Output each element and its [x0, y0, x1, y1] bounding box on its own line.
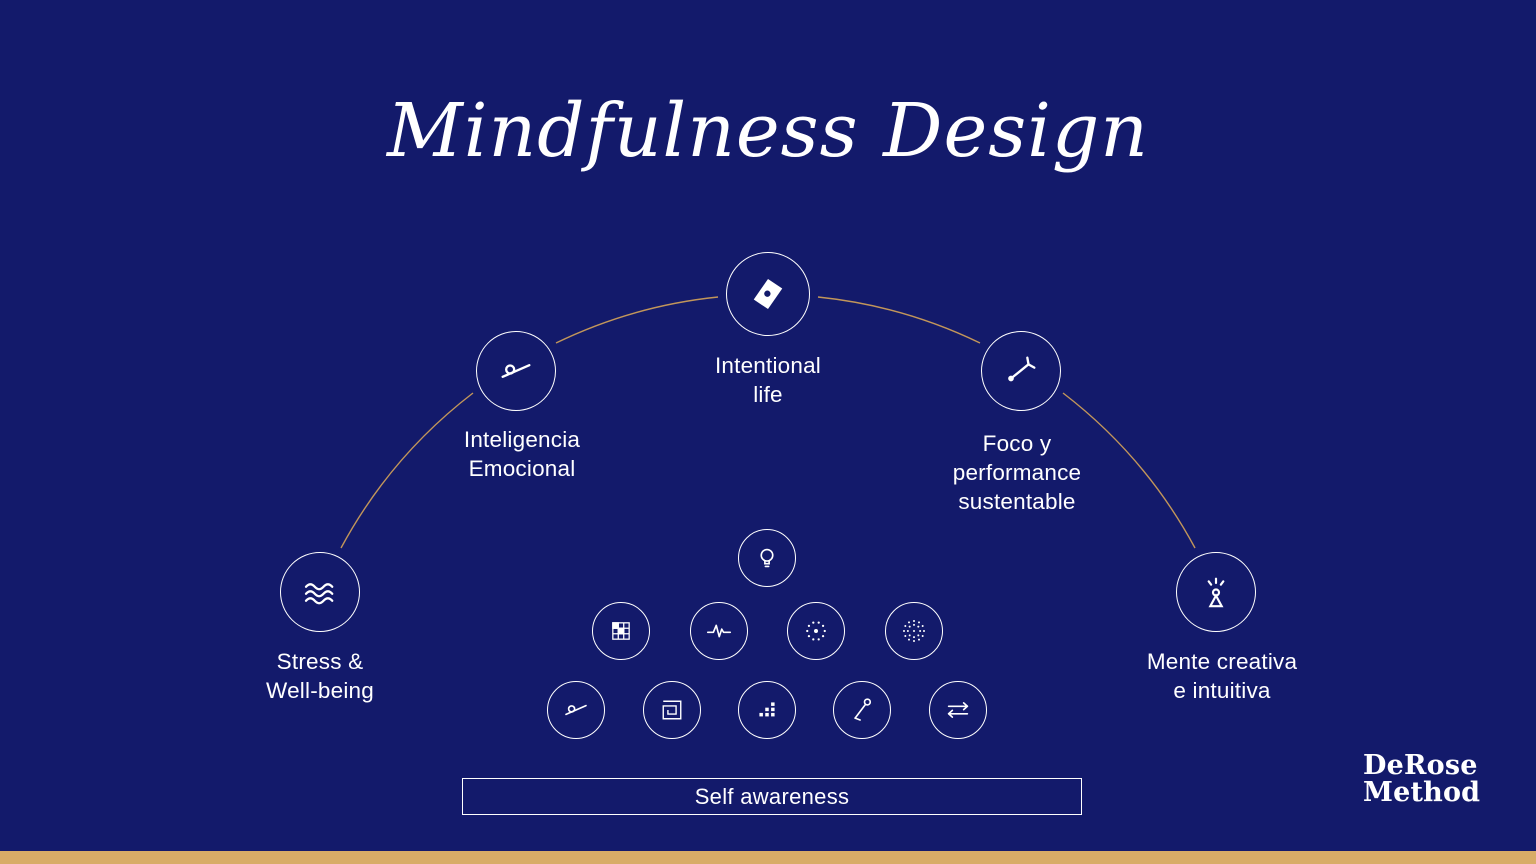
- node-mente-creativa: [1176, 552, 1256, 632]
- exchange-icon: [947, 702, 969, 718]
- dotted-sphere-icon: [903, 620, 925, 642]
- derose-method-logo: DeRose Method: [1363, 752, 1480, 806]
- self-awareness-label: Self awareness: [694, 783, 850, 809]
- pulse-icon: [706, 624, 732, 638]
- node-inteligencia-emocional: [476, 331, 556, 411]
- node-label-foco-performance: Foco y performance sustentable: [952, 431, 1082, 514]
- balance-icon: [501, 364, 531, 378]
- pyramid-circle-lightbulb: [738, 529, 796, 587]
- self-awareness-box: Self awareness: [462, 778, 1082, 815]
- pyramid-circle-blocks: [738, 681, 796, 739]
- pyramid-circle-glass: [833, 681, 891, 739]
- node-stress-wellbeing: [280, 552, 360, 632]
- node-label-stress-wellbeing: Stress & Well-being: [266, 649, 374, 703]
- logo-line-1: DeRose: [1363, 750, 1478, 781]
- glass-icon: [854, 698, 872, 721]
- pyramid-circle-exchange: [929, 681, 987, 739]
- lightbulb-icon: [760, 548, 774, 568]
- pyramid-circle-dotted-sphere: [885, 602, 943, 660]
- page-title: Mindfulness Design: [387, 88, 1149, 174]
- pyramid-circle-dotted-circle: [787, 602, 845, 660]
- pyramid-circle-grid: [592, 602, 650, 660]
- waves-icon: [304, 583, 334, 605]
- grid-icon: [612, 622, 630, 640]
- node-label-intentional-life: Intentional life: [714, 353, 822, 407]
- node-label-mente-creativa: Mente creativa e intuitiva: [1146, 649, 1298, 703]
- diamond-icon: [753, 278, 783, 310]
- dotted-circle-icon: [806, 621, 826, 641]
- creative-mind-icon: [1207, 577, 1225, 608]
- maze-icon: [662, 700, 682, 720]
- pyramid-circle-pulse: [690, 602, 748, 660]
- pyramid-circle-balance: [547, 681, 605, 739]
- bottom-accent-bar: [0, 851, 1536, 864]
- node-foco-performance: [981, 331, 1061, 411]
- balance-icon: [565, 704, 587, 716]
- logo-line-2: Method: [1363, 777, 1481, 808]
- clock-icon: [1008, 356, 1036, 382]
- node-label-inteligencia-emocional: Inteligencia Emocional: [463, 427, 581, 481]
- blocks-icon: [759, 702, 775, 717]
- pyramid-circle-maze: [643, 681, 701, 739]
- node-intentional-life: [726, 252, 810, 336]
